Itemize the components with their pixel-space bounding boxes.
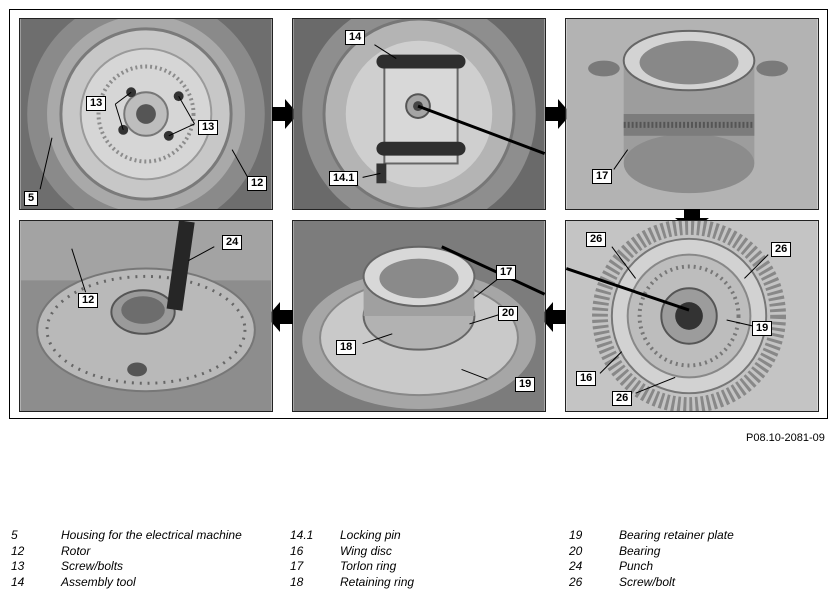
legend-column-2: 14.1 Locking pin 16 Wing disc 17 Torlon rin… bbox=[290, 528, 414, 590]
legend-item: 13 Screw/bolts bbox=[11, 559, 242, 575]
legend-item: 24 Punch bbox=[569, 559, 734, 575]
callout-12: 12 bbox=[78, 293, 99, 308]
legend-label: Bearing bbox=[619, 543, 661, 558]
callout-26: 26 bbox=[612, 391, 633, 406]
legend-item: 14.1 Locking pin bbox=[290, 528, 414, 544]
callout-13: 13 bbox=[198, 120, 219, 135]
legend-column-3: 19 Bearing retainer plate 20 Bearing 24 Pun… bbox=[569, 528, 734, 590]
legend-label: Retaining ring bbox=[340, 574, 415, 589]
legend-label: Rotor bbox=[61, 543, 91, 558]
legend-item: 19 Bearing retainer plate bbox=[569, 528, 734, 544]
callout-26: 26 bbox=[771, 242, 792, 257]
legend-item: 5 Housing for the electrical machine bbox=[11, 528, 242, 544]
legend-column-1: 5 Housing for the electrical machine 12 Ro… bbox=[11, 528, 242, 590]
assembly-tool-photo: 14 14.1 bbox=[292, 18, 546, 210]
legend-label: Screw/bolt bbox=[619, 574, 676, 589]
legend-label: Torlon ring bbox=[340, 559, 397, 573]
callout-20: 20 bbox=[498, 306, 519, 321]
callout-13: 13 bbox=[86, 96, 107, 111]
callout-19: 19 bbox=[515, 377, 536, 392]
legend-number: 18 bbox=[290, 574, 304, 589]
legend-item: 20 Bearing bbox=[569, 544, 734, 560]
legend-item: 26 Screw/bolt bbox=[569, 575, 734, 591]
callout-19: 19 bbox=[752, 321, 773, 336]
figure-reference: P08.10-2081-09 bbox=[746, 432, 825, 444]
arrow-right-icon bbox=[545, 99, 571, 129]
legend-number: 14 bbox=[11, 574, 25, 589]
callout-17: 17 bbox=[592, 169, 613, 184]
callout-5: 5 bbox=[24, 191, 39, 206]
callout-18: 18 bbox=[336, 340, 357, 355]
legend-item: 17 Torlon ring bbox=[290, 559, 414, 575]
arrow-right-icon bbox=[272, 99, 298, 129]
legend-label: Housing for the electrical machine bbox=[61, 528, 242, 542]
legend-item: 14 Assembly tool bbox=[11, 575, 242, 591]
callout-26: 26 bbox=[586, 232, 607, 247]
legend-number: 5 bbox=[11, 528, 18, 542]
legend-number: 12 bbox=[11, 543, 25, 558]
torlon-ring-photo: 17 bbox=[565, 18, 819, 210]
legend-number: 26 bbox=[569, 574, 583, 589]
legend-label: Wing disc bbox=[340, 543, 392, 558]
arrow-left-icon bbox=[540, 302, 566, 332]
arrow-left-icon bbox=[267, 302, 293, 332]
callout-12: 12 bbox=[247, 176, 268, 191]
legend-number: 17 bbox=[290, 559, 304, 573]
wing-disc-photo: 26 26 19 16 26 bbox=[565, 220, 819, 412]
legend-label: Screw/bolts bbox=[61, 559, 124, 573]
rotor-screws-photo: 13 13 5 12 bbox=[19, 18, 273, 210]
legend-number: 16 bbox=[290, 543, 304, 558]
legend-item: 18 Retaining ring bbox=[290, 575, 414, 591]
legend-item: 16 Wing disc bbox=[290, 544, 414, 560]
legend-number: 19 bbox=[569, 528, 583, 542]
punch-photo: 24 12 bbox=[19, 220, 273, 412]
bearing-photo: 17 20 18 19 bbox=[292, 220, 546, 412]
legend-label: Bearing retainer plate bbox=[619, 528, 734, 542]
callout-14: 14 bbox=[345, 30, 366, 45]
callout-14-1: 14.1 bbox=[329, 171, 359, 186]
legend-number: 20 bbox=[569, 543, 583, 558]
legend-label: Punch bbox=[619, 559, 654, 573]
legend-item: 12 Rotor bbox=[11, 544, 242, 560]
callout-16: 16 bbox=[576, 371, 597, 386]
callout-24: 24 bbox=[222, 235, 243, 250]
legend-number: 13 bbox=[11, 559, 25, 573]
callout-17: 17 bbox=[496, 265, 517, 280]
legend-number: 14.1 bbox=[290, 528, 314, 542]
legend-label: Locking pin bbox=[340, 528, 401, 542]
legend-number: 24 bbox=[569, 559, 583, 573]
legend-label: Assembly tool bbox=[61, 574, 136, 589]
